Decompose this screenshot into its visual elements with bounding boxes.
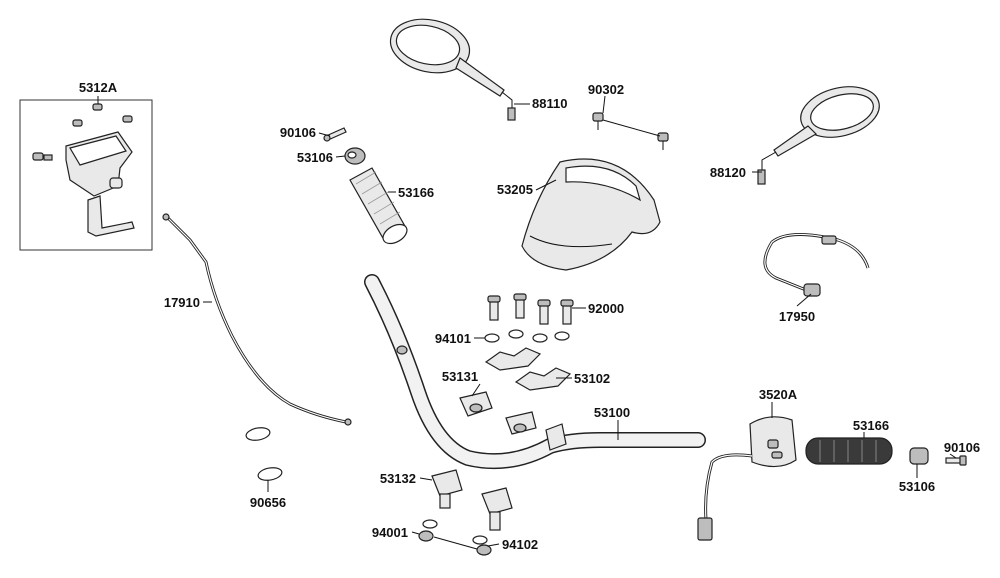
part-94001-94102-nuts-washers [418,519,492,556]
label-92000: 92000 [588,301,624,316]
label-90656: 90656 [250,495,286,510]
part-88120-right-mirror [757,86,880,185]
part-90106-bolt-left [323,127,347,142]
label-53106-right: 53106 [899,479,935,494]
part-3520A-handlebar-switch [697,416,797,541]
label-53102: 53102 [574,371,610,386]
part-53131-lower-holders [459,391,537,435]
part-53132-risers [431,469,513,531]
part-17910-throttle-cable [162,213,352,426]
label-53166-left: 53166 [398,185,434,200]
label-94101: 94101 [435,331,471,346]
label-90302: 90302 [588,82,624,97]
part-53106-bar-end-left [344,147,366,165]
label-53166-right: 53166 [853,418,889,433]
label-90106-left: 90106 [280,125,316,140]
part-53102-upper-clamps [484,347,572,391]
part-90656-clips [245,427,283,481]
part-53166-grip-right [805,437,893,465]
part-53100-handlebar [364,274,706,470]
label-53205: 53205 [497,182,533,197]
part-53166-grip-left [349,167,408,245]
part-53205-handlebar-cover [521,158,661,271]
part-90302-bolts [592,112,669,150]
label-53131: 53131 [442,369,478,384]
label-90106-right: 90106 [944,440,980,455]
part-5312A-master-cylinder [19,99,153,251]
label-53106-left: 53106 [297,150,333,165]
part-17950-cable [763,232,870,297]
label-53132: 53132 [380,471,416,486]
part-94101-washers [484,329,570,343]
part-88110-left-mirror [389,18,516,121]
label-3520A: 3520A [759,387,798,402]
label-17910: 17910 [164,295,200,310]
label-94001: 94001 [372,525,408,540]
part-90106-bolt-right [945,455,967,466]
label-53100: 53100 [594,405,630,420]
label-17950: 17950 [779,309,815,324]
label-88120: 88120 [710,165,746,180]
leader-lines [97,95,957,547]
part-92000-bolts [487,293,574,325]
label-94102: 94102 [502,537,538,552]
part-53106-bar-end-right [909,447,929,465]
part-number-labels: 5312A 88110 90302 88120 90106 53106 5316… [79,80,980,552]
label-5312A: 5312A [79,80,118,95]
label-88110: 88110 [532,96,567,111]
